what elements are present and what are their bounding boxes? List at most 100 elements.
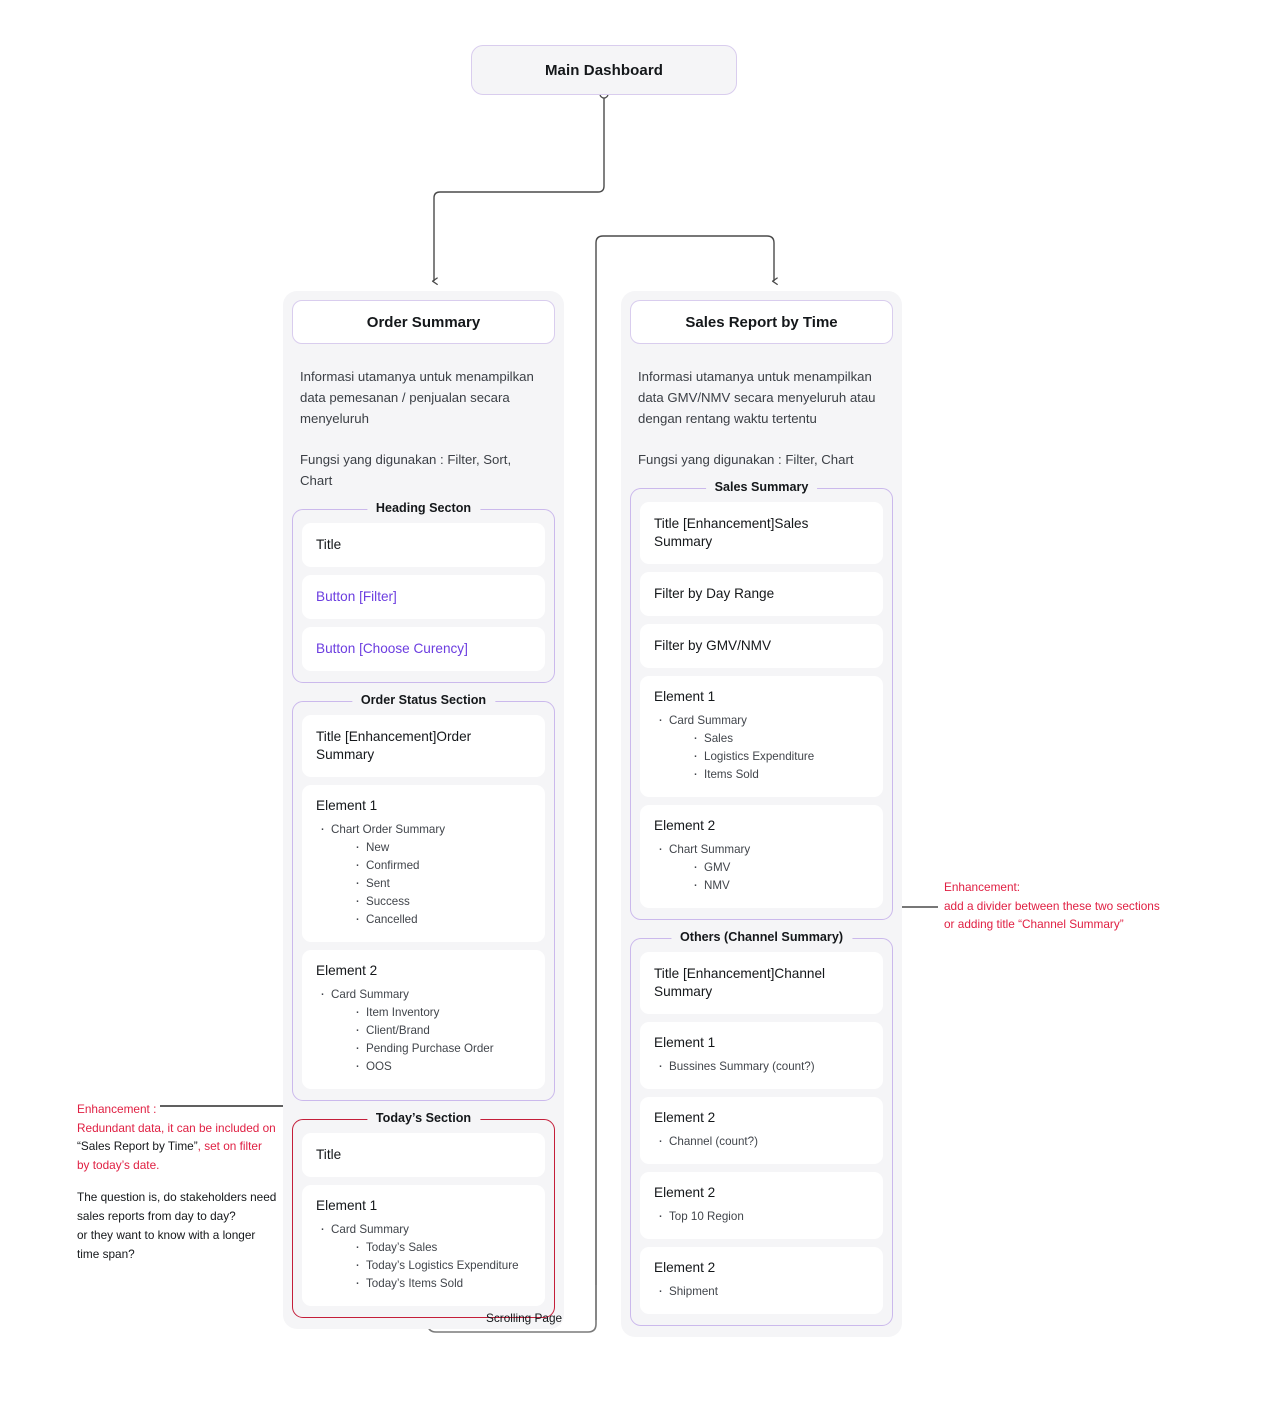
group-legend: Order Status Section [351, 693, 496, 707]
bullet-list: Card SummarySalesLogistics ExpenditureIt… [654, 711, 869, 784]
group-legend: Others (Channel Summary) [670, 930, 853, 944]
card-title-text: Filter by GMV/NMV [654, 638, 772, 653]
group-legend: Sales Summary [705, 480, 818, 494]
column-bottom-padding [621, 1326, 902, 1337]
bullet-subitem: Sales [689, 729, 869, 748]
card-enhancement-label: Order Summary [316, 729, 472, 762]
card-title[interactable]: Title [302, 1133, 545, 1177]
column-header-label: Sales Report by Time [685, 313, 838, 331]
card-title-text: Title [Enhancement] [654, 966, 775, 981]
bullet-subitem: Item Inventory [351, 1003, 531, 1022]
bullet-subitem: NMV [689, 876, 869, 895]
annotation-left-enhancement: Enhancement : Redundant data, it can be … [77, 1100, 277, 1264]
bullet-list: Chart Order SummaryNewConfirmedSentSucce… [316, 820, 531, 929]
card-button-filter[interactable]: Button [Filter] [302, 575, 545, 619]
node-main-dashboard[interactable]: Main Dashboard [471, 45, 737, 95]
column-description-text: Informasi utamanya untuk menampilkan dat… [300, 369, 534, 426]
card-title-text: Title [316, 537, 342, 552]
bullet-item: Card SummarySalesLogistics ExpenditureIt… [654, 711, 869, 784]
card-element[interactable]: Element 1 Card SummarySalesLogistics Expe… [640, 676, 883, 797]
bullet-subitem: Pending Purchase Order [351, 1039, 531, 1058]
element-title: Element 2 [654, 818, 716, 833]
bullet-subitem: Confirmed [351, 856, 531, 875]
annotation-left-question: The question is, do stakeholders need sa… [77, 1190, 277, 1261]
bullet-sublist: GMVNMV [669, 858, 869, 895]
annotation-right-line3: or adding title “Channel Summary” [944, 917, 1124, 931]
card-element[interactable]: Element 2 Top 10 Region [640, 1172, 883, 1239]
bullet-sublist: Today’s SalesToday’s Logistics Expenditu… [331, 1238, 531, 1293]
card-title-enhancement[interactable]: Title [Enhancement]Sales Summary [640, 502, 883, 564]
column-description: Informasi utamanya untuk menampilkan dat… [283, 344, 564, 491]
bullet-sublist: NewConfirmedSentSuccessCancelled [331, 838, 531, 929]
bullet-list: Bussines Summary (count?) [654, 1057, 869, 1076]
element-title: Element 2 [654, 1110, 716, 1125]
annotation-right-line2: add a divider between these two sections [944, 898, 1160, 913]
bullet-subitem: Today’s Items Sold [351, 1274, 531, 1293]
bullet-list: Card SummaryItem InventoryClient/BrandPe… [316, 985, 531, 1076]
bullet-list: Channel (count?) [654, 1132, 869, 1151]
card-element[interactable]: Element 2 Channel (count?) [640, 1097, 883, 1164]
bullet-list: Top 10 Region [654, 1207, 869, 1226]
element-title: Element 1 [316, 1198, 378, 1213]
bullet-subitem: Sent [351, 874, 531, 893]
bullet-subitem: Items Sold [689, 765, 869, 784]
card-button-choose-curency[interactable]: Button [Choose Curency] [302, 627, 545, 671]
scrolling-page-label: Scrolling Page [486, 1311, 563, 1325]
column-header-label: Order Summary [366, 313, 481, 331]
element-title: Element 1 [316, 798, 378, 813]
column-header-sales-report-by-time[interactable]: Sales Report by Time [630, 300, 893, 344]
card-element[interactable]: Element 1 Chart Order SummaryNewConfirmed… [302, 785, 545, 942]
element-title: Element 2 [316, 963, 378, 978]
annotation-left-body-3: filter by today’s date. [77, 1139, 262, 1172]
annotation-right-enhancement: Enhancement: add a divider between these… [944, 878, 1204, 934]
bullet-subitem: Today’s Logistics Expenditure [351, 1256, 531, 1275]
group-legend: Today’s Section [366, 1111, 481, 1125]
card-title-enhancement[interactable]: Title [Enhancement]Order Summary [302, 715, 545, 777]
annotation-left-body: Redundant data, it can be included on “S… [77, 1119, 277, 1175]
element-title: Element 2 [654, 1185, 716, 1200]
annotation-left-body-2: , set on [197, 1139, 237, 1153]
card-enhancement-label: Sales Summary [654, 516, 809, 549]
bullet-sublist: Item InventoryClient/BrandPending Purcha… [331, 1003, 531, 1076]
bullet-item: Chart SummaryGMVNMV [654, 840, 869, 895]
column-description: Informasi utamanya untuk menampilkan dat… [621, 344, 902, 470]
card-title-text: Button [Filter] [316, 589, 397, 604]
bullet-item: Bussines Summary (count?) [654, 1057, 869, 1076]
card-element[interactable]: Element 2Shipment [640, 1247, 883, 1314]
bullet-subitem: Client/Brand [351, 1021, 531, 1040]
card-element[interactable]: Element 2 Chart SummaryGMVNMV [640, 805, 883, 908]
bullet-sublist: SalesLogistics ExpenditureItems Sold [669, 729, 869, 784]
column-header-order-summary[interactable]: Order Summary [292, 300, 555, 344]
bullet-subitem: GMV [689, 858, 869, 877]
card-filter-by-gmv-nmv[interactable]: Filter by GMV/NMV [640, 624, 883, 668]
card-title[interactable]: Title [302, 523, 545, 567]
bullet-item: Channel (count?) [654, 1132, 869, 1151]
element-title: Element 1 [654, 689, 716, 704]
card-title-text: Title [Enhancement] [316, 729, 437, 744]
card-filter-by-day-range[interactable]: Filter by Day Range [640, 572, 883, 616]
annotation-left-body-quote: “Sales Report by Time” [77, 1139, 198, 1153]
column-functions-text: Fungsi yang digunakan : Filter, Sort, Ch… [300, 452, 512, 488]
card-title-enhancement[interactable]: Title [Enhancement]Channel Summary [640, 952, 883, 1014]
card-enhancement-label: Channel Summary [654, 966, 826, 999]
bullet-item: Top 10 Region [654, 1207, 869, 1226]
column-functions-text: Fungsi yang digunakan : Filter, Chart [638, 452, 854, 467]
card-element[interactable]: Element 2 Card SummaryItem InventoryClien… [302, 950, 545, 1089]
annotation-left-body-1: Redundant data, it can be included on [77, 1120, 276, 1135]
bullet-item: Card SummaryToday’s SalesToday’s Logisti… [316, 1220, 531, 1293]
card-element[interactable]: Element 1 Card SummaryToday’s SalesToday’… [302, 1185, 545, 1306]
bullet-subitem: New [351, 838, 531, 857]
bullet-item: Shipment [654, 1282, 869, 1301]
bullet-list: Chart SummaryGMVNMV [654, 840, 869, 895]
node-main-dashboard-label: Main Dashboard [544, 61, 664, 79]
card-element[interactable]: Element 1Bussines Summary (count?) [640, 1022, 883, 1089]
bullet-item: Chart Order SummaryNewConfirmedSentSucce… [316, 820, 531, 929]
card-title-text: Filter by Day Range [654, 586, 775, 601]
bullet-list: Card SummaryToday’s SalesToday’s Logisti… [316, 1220, 531, 1293]
card-title-text: Title [316, 1147, 342, 1162]
